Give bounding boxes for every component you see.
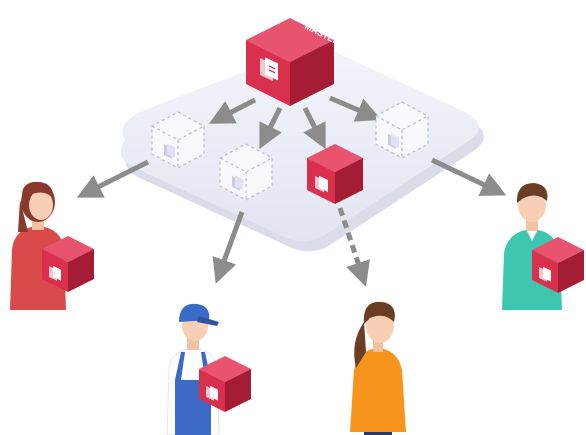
red-cube-received: [42, 236, 94, 292]
arrow-to-red-cube: [302, 106, 326, 150]
empty-cube-3: [375, 101, 429, 159]
red-cube-received: [532, 237, 584, 293]
document-icon: [260, 57, 278, 82]
person-girl: [350, 301, 406, 435]
document-icon: [539, 266, 551, 282]
person-left: [10, 181, 94, 310]
arrow-to-person-right: [430, 157, 507, 196]
document-icon: [49, 265, 61, 281]
red-cube-copy: [307, 144, 363, 204]
arrow-to-empty-cube-2: [259, 106, 283, 150]
arrow-to-person-left: [76, 159, 150, 198]
document-icon: [232, 175, 243, 191]
document-icon: [388, 133, 399, 149]
red-cube-received: [199, 356, 251, 412]
arrows: [76, 95, 507, 287]
arrow-to-empty-cube-1: [208, 97, 257, 124]
document-icon: [206, 385, 218, 401]
document-icon: [315, 175, 328, 193]
document-icon: [164, 143, 175, 159]
arrow-to-person-worker: [212, 211, 245, 284]
empty-cube-2: [219, 143, 273, 201]
person-worker: [166, 303, 251, 435]
arrow-to-empty-cube-3: [329, 95, 382, 122]
person-right: [502, 183, 584, 310]
arrow-to-person-girl: [337, 207, 370, 287]
empty-cube-1: [151, 111, 205, 169]
